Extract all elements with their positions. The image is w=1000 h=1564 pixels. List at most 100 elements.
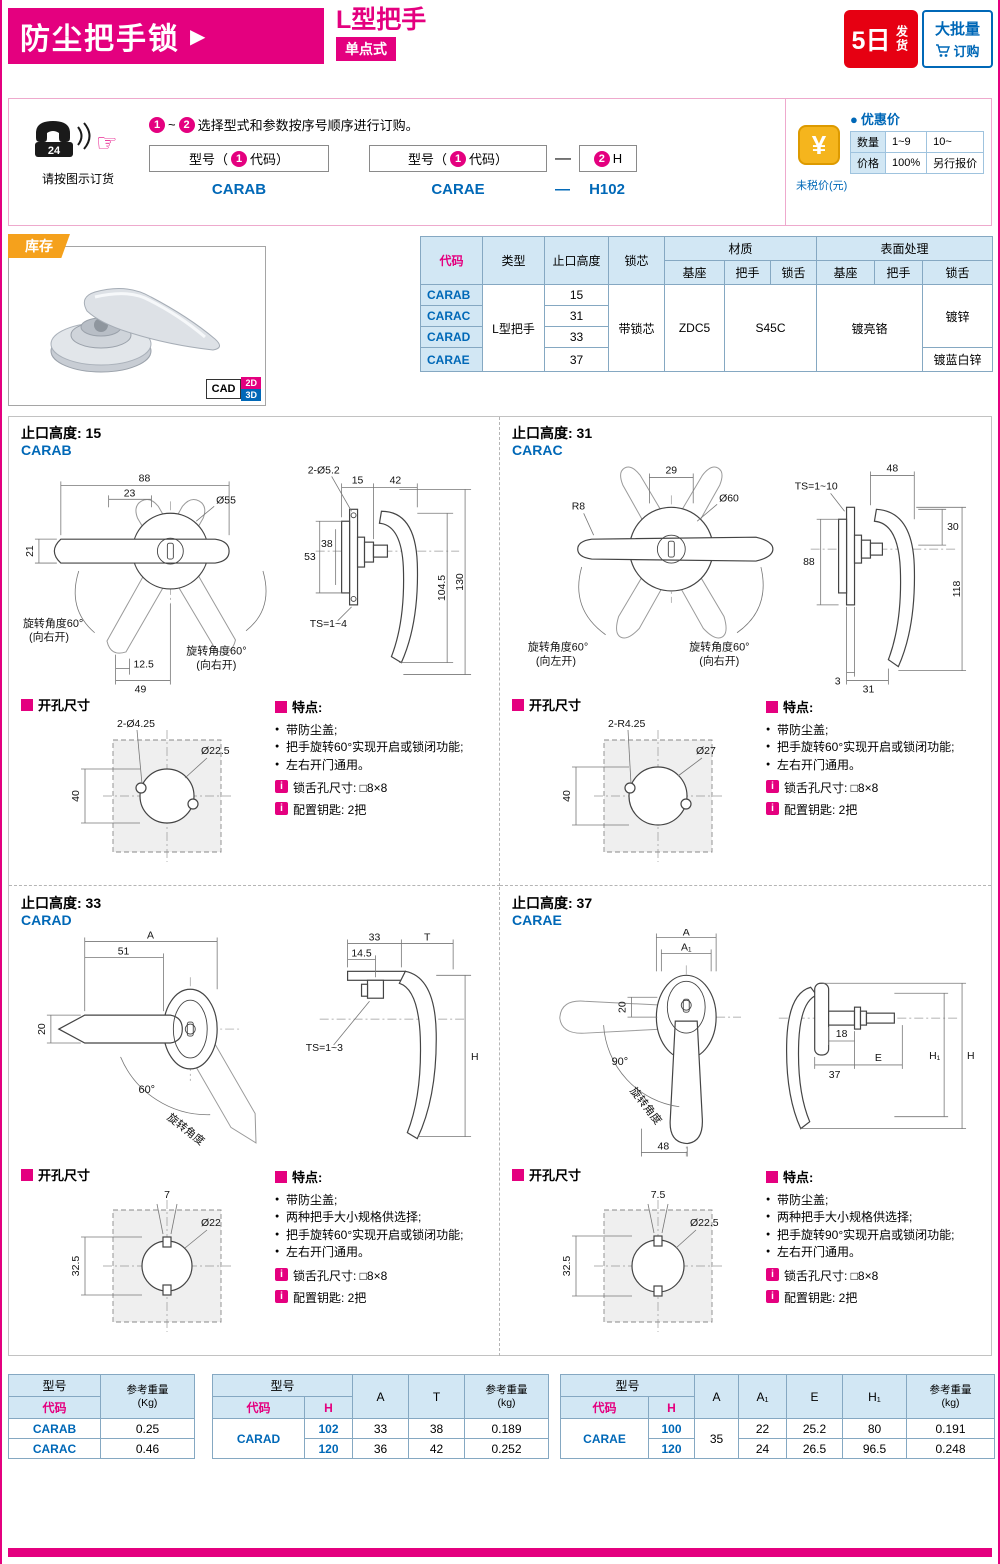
features-carad: 特点: 带防尘盖; 两种把手大小规格供选择; 把手旋转60°实现开启或锁闭功能;…: [275, 1165, 483, 1350]
dim-label: 2-R4.25: [608, 718, 646, 730]
features-list: 带防尘盖; 把手旋转60°实现开启或锁闭功能; 左右开门通用。: [275, 722, 483, 774]
rotation-label: (向右开): [699, 654, 739, 668]
dim-label: Ø55: [216, 495, 236, 506]
dim-label: Ø22.5: [690, 1217, 719, 1229]
rotation-label: 90°: [612, 1056, 629, 1068]
section-carad: 止口高度: 33 CARAD A 51 20 60° 旋转角: [9, 887, 500, 1356]
phone-24-label: 24: [48, 145, 61, 157]
rotation-label: 旋转角度: [627, 1084, 665, 1127]
arrow-right-icon: ▶: [190, 25, 206, 48]
section-square-icon: [512, 1168, 524, 1181]
dimension-table-carad: 型号 A T 参考重量(kg) 代码 H CARAD 102 33 38 0.1…: [212, 1374, 549, 1459]
dim-label: H₁: [929, 1051, 941, 1062]
carad-technical-drawing: A 51 20 60° 旋转角度 33 T: [37, 930, 479, 1148]
features-carac: 特点: 带防尘盖; 把手旋转60°实现开启或锁闭功能; 左右开门通用。 i锁舌孔…: [766, 695, 974, 880]
dim-label: 2-Ø4.25: [117, 718, 155, 730]
dim-label: 2-Ø5.2: [308, 465, 340, 476]
bulk-order-badge: 大批量 订购: [922, 10, 993, 68]
model-code: CARAB: [420, 284, 483, 306]
dim-label: Ø60: [719, 493, 739, 504]
dim-label: A₁: [681, 942, 692, 953]
hole-size-header: 开孔尺寸: [512, 695, 766, 714]
subtitle: L型把手: [336, 6, 427, 34]
stop-height-label: 止口高度: 15: [21, 425, 102, 441]
dim-label: Ø22.5: [201, 745, 230, 757]
dim-label: Ø22: [201, 1217, 221, 1229]
info-icon: i: [766, 1267, 779, 1281]
dim-label: 38: [321, 539, 333, 550]
features-carab: 特点: 带防尘盖; 把手旋转60°实现开启或锁闭功能; 左右开门通用。 i锁舌孔…: [275, 695, 483, 880]
drawings-section: 止口高度: 15 CARAB 88 23 Ø55 21: [8, 416, 992, 1356]
dim-label: 104.5: [437, 575, 448, 601]
table-row: CARAD 33: [420, 326, 993, 348]
stop-height-label: 止口高度: 31: [512, 425, 593, 441]
discount-table: 数量 1~9 10~ 价格 100% 另行报价: [850, 131, 985, 174]
rotation-label: 旋转角度60°: [528, 640, 588, 654]
price-panel: ¥ ●优惠价 数量 1~9 10~ 价格 100% 另行报价 未税价(元): [785, 99, 991, 225]
rotation-label: 旋转角度60°: [23, 616, 83, 630]
example-model-2: CARAE: [431, 181, 485, 198]
stop-height-label: 止口高度: 37: [512, 895, 593, 911]
table-row: CARAB L型把手 15 带锁芯 ZDC5 S45C 镀亮铬 镀锌: [420, 284, 993, 372]
ship-label: 发货: [894, 25, 909, 53]
info-icon: i: [275, 802, 288, 816]
dim-label: 31: [863, 685, 875, 695]
dim-label: 42: [390, 475, 402, 486]
section-carae: 止口高度: 37 CARAE A A₁ 20 90° 旋转角: [500, 887, 991, 1356]
dim-label: 130: [455, 573, 466, 591]
order-by-phone: 24 ☞ 请按图示订货: [19, 115, 137, 187]
example-model-1: CARAB: [211, 181, 267, 198]
carab-hole-drawing: 40 2-Ø4.25 Ø22.5: [70, 718, 231, 862]
stock-badge: 库存: [8, 234, 70, 258]
section-carac: 止口高度: 31 CARAC 29 Ø60 R8 旋转角度60° (向左开) 旋: [500, 417, 991, 886]
ship-5day-badge: 5日 发货: [844, 10, 918, 68]
dim-label: 21: [25, 545, 36, 557]
subtitle-chip: 单点式: [336, 37, 396, 61]
cart-icon: [936, 43, 951, 57]
dim-label: 32.5: [561, 1256, 573, 1277]
right-accent-rule: [998, 0, 1000, 1564]
carac-hole-drawing: 40 2-R4.25 Ø27: [561, 718, 722, 862]
param-label-box: 2 H: [579, 145, 637, 172]
model-label-box: 型号（ 1 代码）: [369, 145, 547, 172]
features-header: 特点:: [275, 1167, 483, 1186]
dim-label: 3: [835, 677, 841, 688]
dot-icon: ●: [850, 112, 858, 127]
dim-label: 49: [135, 685, 147, 695]
dim-label: 14.5: [351, 948, 372, 959]
section-square-icon: [275, 1170, 287, 1183]
section-square-icon: [766, 700, 778, 713]
weight-header: 参考重量(Kg): [100, 1374, 195, 1419]
rotation-label: 60°: [138, 1084, 155, 1096]
dim-label: TS=1~10: [795, 481, 838, 492]
stop-height-label: 止口高度: 33: [21, 895, 102, 911]
dim-label: H: [967, 1051, 975, 1062]
weight-table-carab-carac: 型号 参考重量(Kg) 代码 CARAB 0.25 CARAC 0.46: [8, 1374, 195, 1459]
hole-size-header: 开孔尺寸: [21, 695, 275, 714]
yen-coin-icon: ¥: [798, 125, 840, 165]
model-label-box: 型号（ 1 代码）: [149, 145, 329, 172]
step-1-icon: 1: [450, 150, 466, 167]
carae-technical-drawing: A A₁ 20 90° 旋转角度 48: [559, 929, 975, 1157]
dim-label: 20: [37, 1023, 48, 1035]
step-2-icon: 2: [593, 150, 610, 167]
dim-label: A: [147, 930, 154, 941]
dim-label: 15: [352, 475, 364, 486]
dim-label: 118: [952, 580, 963, 597]
hole-size-header: 开孔尺寸: [512, 1165, 766, 1184]
carab-technical-drawing: 88 23 Ø55 21 12.5 49 旋转角度60° (向右开) 旋转角度6…: [23, 465, 472, 695]
dim-label: 40: [561, 790, 573, 802]
features-header: 特点:: [766, 1167, 974, 1186]
cad-badge: CAD 2D 3D: [205, 377, 261, 401]
phone-caption: 请按图示订货: [41, 172, 114, 186]
cad-3d-chip: 3D: [241, 389, 261, 401]
model-code: CARAC: [8, 1438, 101, 1459]
dim-label: 29: [666, 465, 678, 476]
table-row: CARAC 0.46: [8, 1438, 195, 1459]
dim-label: 7.5: [651, 1189, 666, 1201]
